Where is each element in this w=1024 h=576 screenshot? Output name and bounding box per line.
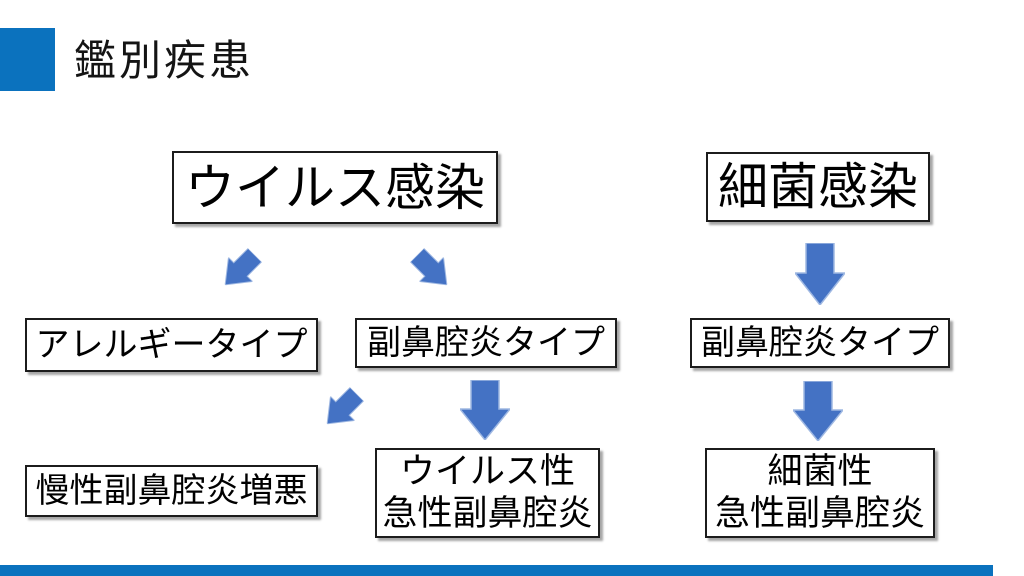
node-viral-acute-line1: ウイルス性 bbox=[399, 452, 575, 491]
node-sinusitis-type-right: 副鼻腔炎タイプ bbox=[690, 318, 950, 368]
node-allergy-type-label: アレルギータイプ bbox=[35, 325, 308, 364]
node-bacterial-acute-sinusitis: 細菌性 急性副鼻腔炎 bbox=[705, 448, 935, 538]
node-virus-infection: ウイルス感染 bbox=[172, 151, 498, 224]
page-title: 鑑別疾患 bbox=[74, 37, 255, 84]
arrow-down-icon bbox=[795, 243, 845, 305]
node-bacterial-infection-label: 細菌感染 bbox=[718, 159, 918, 215]
node-viral-acute-sinusitis: ウイルス性 急性副鼻腔炎 bbox=[375, 448, 600, 538]
node-bacterial-infection: 細菌感染 bbox=[706, 152, 930, 222]
arrow-down-left-icon bbox=[326, 386, 365, 425]
node-chronic-sinusitis-label: 慢性副鼻腔炎増悪 bbox=[35, 471, 308, 510]
node-allergy-type: アレルギータイプ bbox=[25, 318, 318, 372]
footer-accent-bar bbox=[0, 565, 993, 576]
node-sinusitis-type-left-label: 副鼻腔炎タイプ bbox=[367, 323, 605, 362]
node-viral-acute-line2: 急性副鼻腔炎 bbox=[382, 494, 593, 533]
arrow-down-left-icon bbox=[224, 247, 263, 286]
arrow-down-icon bbox=[793, 381, 843, 441]
arrow-down-icon bbox=[460, 380, 510, 440]
title-accent-square bbox=[0, 28, 55, 91]
arrow-down-right-icon bbox=[409, 247, 448, 286]
node-virus-infection-label: ウイルス感染 bbox=[185, 159, 485, 216]
node-bacterial-acute-line2: 急性副鼻腔炎 bbox=[714, 494, 925, 533]
node-chronic-sinusitis-exacerbation: 慢性副鼻腔炎増悪 bbox=[25, 465, 318, 517]
node-bacterial-acute-line1: 細菌性 bbox=[767, 452, 873, 491]
node-sinusitis-type-right-label: 副鼻腔炎タイプ bbox=[701, 323, 939, 362]
node-sinusitis-type-left: 副鼻腔炎タイプ bbox=[355, 318, 617, 368]
